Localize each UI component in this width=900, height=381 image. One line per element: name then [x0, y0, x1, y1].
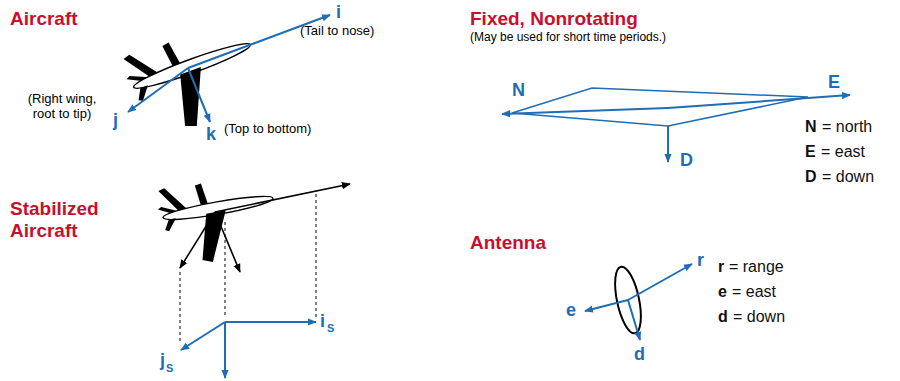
legend-text: = range: [729, 258, 784, 276]
fixed-frame-figure: [502, 88, 850, 162]
axis-label: E: [828, 72, 840, 93]
aircraft-figure: [119, 15, 330, 143]
axis-label: N: [512, 80, 525, 101]
legend-text: = down: [822, 168, 874, 186]
legend-key: e: [718, 283, 727, 301]
panel-title: Antenna: [470, 232, 546, 254]
axis-label: r: [697, 250, 704, 271]
axis-subscript: S: [166, 362, 173, 375]
legend-text: = down: [733, 308, 785, 326]
axis-label: e: [566, 300, 576, 321]
axis-label: D: [680, 150, 693, 171]
antenna-figure: [585, 264, 692, 340]
legend-key: E: [805, 143, 816, 161]
axis-label: k: [206, 124, 216, 145]
axis-note: (Tail to nose): [300, 24, 374, 39]
axis-label: i: [336, 2, 341, 23]
axis-label: i: [320, 311, 325, 332]
panel-title: Stabilized Aircraft: [10, 198, 122, 242]
panel-title: Aircraft: [10, 8, 78, 30]
axis-label: j: [113, 110, 118, 131]
stabilized-aircraft-figure: [155, 170, 350, 378]
legend-key: N: [805, 118, 817, 136]
legend-key: r: [718, 258, 724, 276]
axis-note: (Right wing, root to tip): [16, 92, 108, 122]
axis-label: j: [160, 350, 165, 371]
panel-note: (May be used for short time periods.): [470, 31, 666, 45]
legend-text: = east: [821, 143, 865, 161]
panel-title: Fixed, Nonrotating: [470, 8, 638, 30]
legend-key: d: [718, 308, 728, 326]
legend-key: D: [805, 168, 817, 186]
axis-label: d: [634, 344, 645, 365]
axis-note: (Top to bottom): [224, 122, 311, 137]
legend-text: = east: [732, 283, 776, 301]
legend-text: = north: [822, 118, 872, 136]
axis-subscript: S: [327, 322, 334, 335]
